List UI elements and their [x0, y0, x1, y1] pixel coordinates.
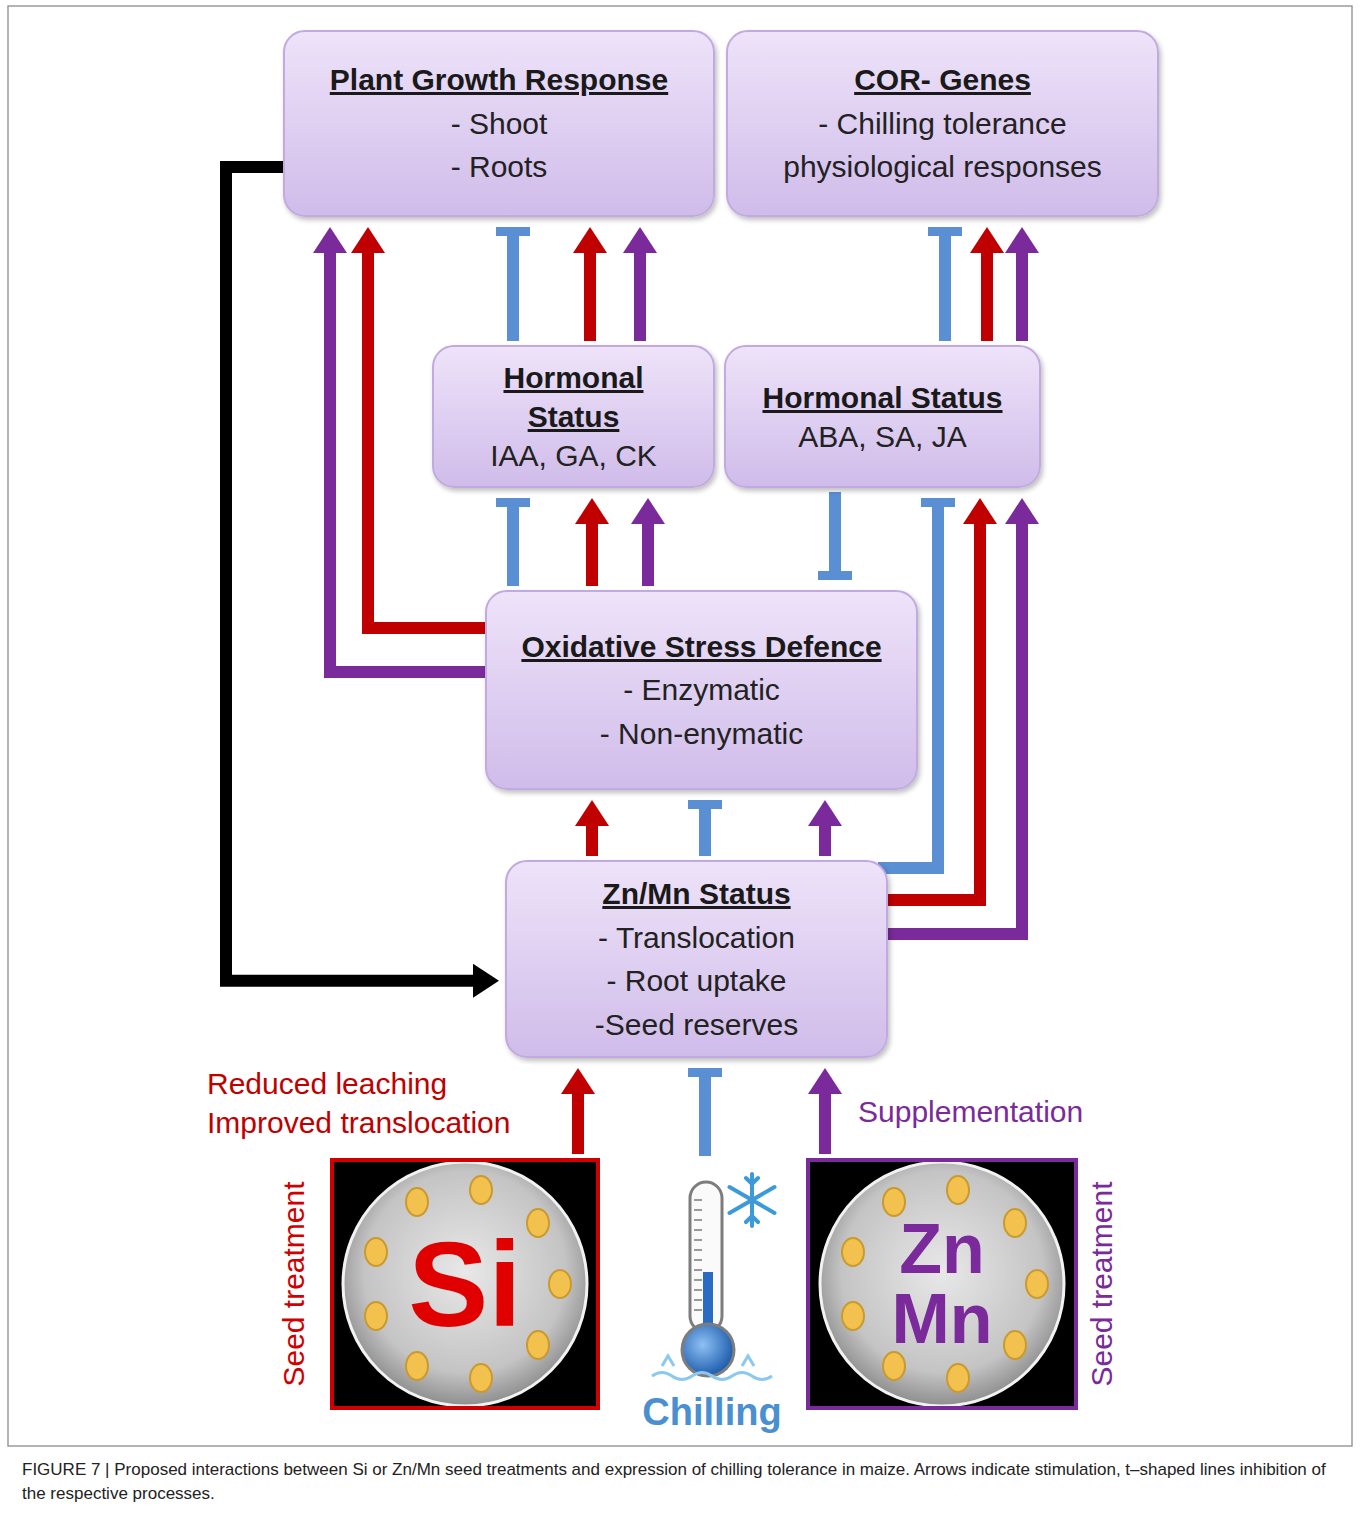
maize-kernel: [406, 1188, 428, 1216]
maize-kernel: [842, 1302, 864, 1330]
inhibition-line: [829, 492, 841, 571]
znmn-petri-dish: [806, 1158, 1078, 1410]
thermometer-scale: [694, 1200, 702, 1310]
edge-label: Reduced leaching Improved translocation: [205, 1064, 531, 1142]
element-symbol: Zn Mn: [872, 1214, 1012, 1354]
box-heading: Plant Growth Response: [330, 58, 668, 102]
stimulation-arrow: [819, 1094, 831, 1154]
inhibition-line: [939, 236, 951, 341]
box-text: - Enzymatic: [623, 668, 780, 712]
photo-background: [806, 1158, 1078, 1410]
process-box: COR- Genes- Chilling tolerance physiolog…: [726, 30, 1159, 217]
inhibition-line: [507, 236, 519, 341]
process-box: Oxidative Stress Defence- Enzymatic- Non…: [485, 590, 918, 790]
thermometer-bulb: [682, 1324, 734, 1376]
box-heading: Hormonal Status: [474, 358, 674, 436]
maize-kernel: [549, 1270, 571, 1298]
stimulation-arrow: [642, 524, 654, 586]
stimulation-arrow: [586, 826, 598, 856]
seed-treatment-photo: Zn MnSeed treatment: [806, 1158, 1078, 1410]
petri-dish: [343, 1162, 587, 1406]
maize-kernel: [365, 1302, 387, 1330]
box-text: IAA, GA, CK: [490, 436, 657, 475]
box-text: - Roots: [451, 145, 548, 189]
thermometer-icon: [652, 1174, 775, 1380]
box-text: - Shoot: [451, 102, 548, 146]
maize-kernel: [1004, 1209, 1026, 1237]
stimulation-arrow: [584, 253, 596, 341]
process-box: Hormonal StatusIAA, GA, CK: [432, 345, 715, 488]
snowflake: [730, 1174, 775, 1226]
petri-dish: [820, 1162, 1064, 1406]
inhibition-line: [699, 809, 711, 856]
box-text: - Non-enymatic: [600, 712, 803, 756]
box-text: ABA, SA, JA: [798, 417, 966, 456]
chilling-icon: Chilling: [632, 1160, 792, 1435]
maize-kernel: [947, 1364, 969, 1392]
process-box: Zn/Mn Status- Translocation- Root uptake…: [505, 860, 888, 1058]
maize-kernel: [365, 1238, 387, 1266]
maize-kernel: [842, 1238, 864, 1266]
icon-label: Chilling: [642, 1391, 781, 1435]
frost-line: [662, 1356, 754, 1366]
side-label: Seed treatment: [1084, 1181, 1120, 1386]
photo-background: [330, 1158, 600, 1410]
stimulation-arrow: [981, 253, 993, 341]
inhibition-line: [507, 507, 519, 586]
stimulation-arrow: [1016, 253, 1028, 341]
feedback-arrow: [226, 167, 473, 981]
box-heading: Hormonal Status: [762, 378, 1002, 417]
figure-caption: FIGURE 7 | Proposed interactions between…: [22, 1458, 1338, 1506]
process-box: Plant Growth Response- Shoot- Roots: [283, 30, 715, 217]
stimulation-arrow: [819, 826, 831, 856]
box-heading: Zn/Mn Status: [602, 872, 790, 916]
si-petri-dish: [330, 1158, 600, 1410]
maize-kernel: [470, 1176, 492, 1204]
edge-label: Supplementation: [856, 1092, 1085, 1131]
maize-kernel: [527, 1209, 549, 1237]
box-heading: COR- Genes: [854, 58, 1031, 102]
frost-line: [652, 1373, 772, 1380]
stimulation-arrow: [586, 524, 598, 586]
process-box: Hormonal StatusABA, SA, JA: [724, 345, 1041, 488]
maize-kernel: [883, 1188, 905, 1216]
seed-treatment-photo: Seed treatmentSi: [330, 1158, 600, 1410]
maize-kernel: [883, 1352, 905, 1380]
figure-frame: [8, 6, 1352, 1446]
stimulation-arrow: [634, 253, 646, 341]
box-text: - Translocation: [598, 916, 795, 960]
side-label: Seed treatment: [276, 1181, 312, 1386]
stimulation-arrow: [572, 1094, 584, 1154]
maize-kernel: [1004, 1331, 1026, 1359]
maize-kernel: [406, 1352, 428, 1380]
maize-kernel: [470, 1364, 492, 1392]
box-text: - Chilling tolerance physiological respo…: [743, 102, 1143, 189]
maize-kernel: [527, 1331, 549, 1359]
inhibition-line: [699, 1077, 711, 1156]
maize-kernel: [1026, 1270, 1048, 1298]
element-symbol: Si: [408, 1224, 521, 1344]
maize-kernel: [947, 1176, 969, 1204]
box-heading: Oxidative Stress Defence: [521, 625, 881, 669]
box-text: - Root uptake: [606, 959, 786, 1003]
box-text: -Seed reserves: [595, 1003, 798, 1047]
